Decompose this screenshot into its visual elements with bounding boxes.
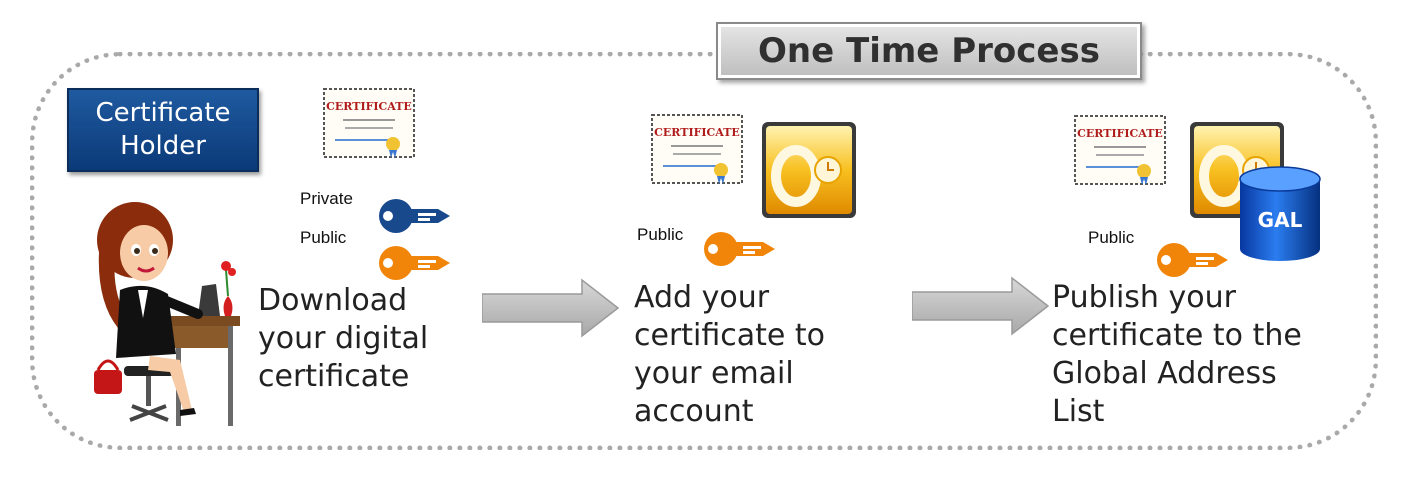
private-key-label: Private [300,189,353,208]
certificate-title: CERTIFICATE [1077,127,1163,140]
certificate-title: CERTIFICATE [326,100,412,113]
step-3-text: Publish your certificate to the Global A… [1052,280,1302,429]
outlook-icon [762,122,856,218]
role-label-line2: Holder [120,131,206,161]
role-label-line1: Certificate [95,98,231,128]
certificate-icon: CERTIFICATE [651,114,743,184]
certificate-title: CERTIFICATE [654,126,740,139]
arrow-right-icon [482,278,620,338]
private-key-icon [379,199,450,233]
certificate-icon: CERTIFICATE [1074,115,1166,185]
role-label: Certificate Holder [67,88,259,172]
public-key-label: Public [300,228,347,247]
page-title: One Time Process [716,22,1142,80]
gal-label: GAL [1258,208,1303,232]
gal-database-icon: GAL [1239,166,1321,261]
public-key-icon [379,246,450,280]
public-key-icon [704,232,775,266]
process-frame [30,52,1378,450]
public-key-label: Public [637,225,684,244]
public-key-label: Public [1088,228,1135,247]
step-1-text: Download your digital certificate [258,283,429,394]
arrow-right-icon [912,276,1050,336]
step-2-text: Add your certificate to your email accou… [634,280,826,429]
certificate-icon: CERTIFICATE [323,88,415,158]
public-key-icon [1157,243,1228,277]
woman-at-desk-illustration [94,202,240,426]
